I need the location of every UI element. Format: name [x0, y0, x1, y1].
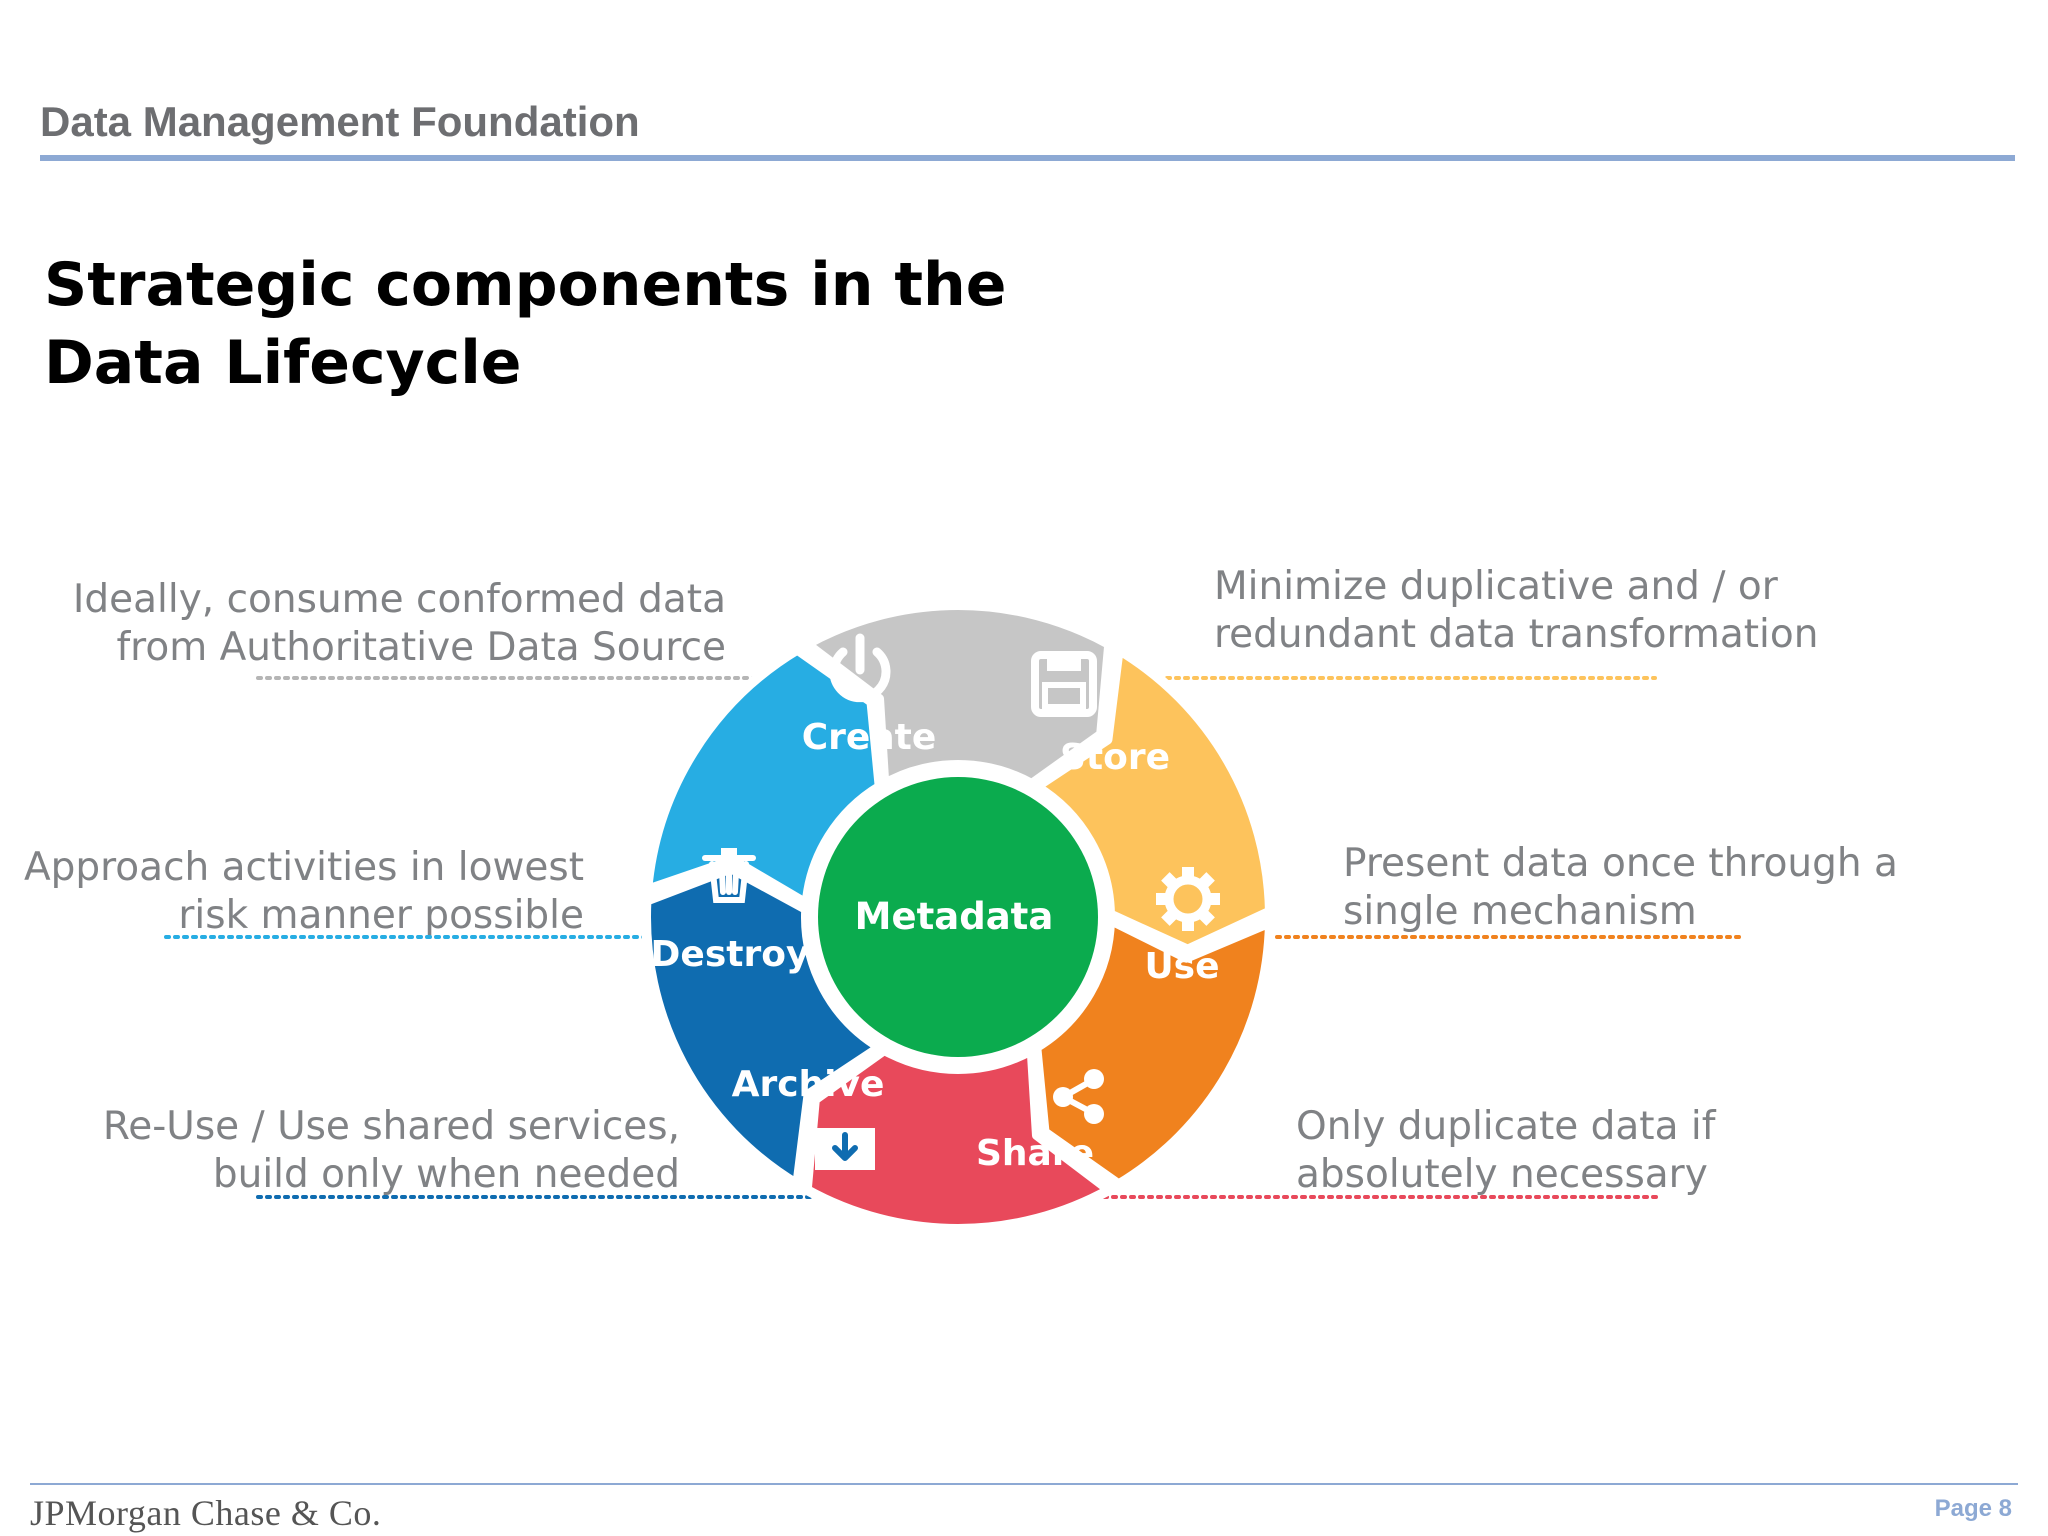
page-title: Strategic components in the Data Lifecyc…	[44, 246, 1006, 402]
annotation-archive: Re-Use / Use shared services, build only…	[103, 1103, 680, 1199]
segment-archive	[641, 863, 885, 1190]
annotation-destroy-line-2: risk manner possible	[178, 893, 584, 938]
annotation-use-line-2: single mechanism	[1343, 889, 1697, 934]
segment-label-archive: Archive	[732, 1064, 885, 1105]
annotation-archive-line-2: build only when needed	[212, 1152, 680, 1197]
annotation-use: Present data once through a single mecha…	[1343, 840, 1898, 936]
annotation-destroy-line-1: Approach activities in lowest	[23, 845, 584, 890]
segment-label-use: Use	[1144, 946, 1219, 987]
segment-store	[1031, 644, 1275, 955]
segment-label-share: Share	[976, 1133, 1094, 1174]
annotation-store-line-1: Minimize duplicative and / or	[1214, 564, 1778, 609]
page-number: Page 8	[1934, 1495, 2012, 1522]
annotation-create-line-2: from Authoritative Data Source	[116, 625, 726, 670]
company-logo: JPMorgan Chase & Co.	[30, 1492, 381, 1534]
segment-create	[801, 600, 1115, 790]
page-title-line-2: Data Lifecycle	[44, 328, 522, 398]
archive-download-icon	[815, 1128, 875, 1170]
segment-label-create: Create	[802, 717, 937, 758]
power-icon	[829, 633, 891, 703]
company-name: JPMorgan Chase & Co.	[30, 1493, 382, 1533]
annotation-share-line-1: Only duplicate data if	[1296, 1104, 1716, 1149]
segment-label-store: Store	[1060, 737, 1170, 778]
annotation-store: Minimize duplicative and / or redundant …	[1214, 563, 1818, 659]
annotation-share: Only duplicate data if absolutely necess…	[1296, 1103, 1715, 1199]
segment-share	[801, 1044, 1115, 1234]
annotation-use-line-1: Present data once through a	[1343, 841, 1898, 886]
footer-divider	[30, 1483, 2018, 1485]
metadata-circle	[818, 777, 1098, 1057]
save-icon	[1031, 651, 1097, 717]
trash-icon	[702, 848, 756, 903]
metadata-label: Metadata	[855, 895, 1054, 938]
annotation-create: Ideally, consume conformed data from Aut…	[73, 576, 726, 672]
annotation-create-line-1: Ideally, consume conformed data	[72, 577, 726, 622]
header-title: Data Management Foundation	[40, 98, 640, 145]
gear-icon	[1156, 867, 1220, 931]
header-divider	[40, 155, 2015, 161]
segment-destroy	[642, 644, 885, 909]
annotation-store-line-2: redundant data transformation	[1214, 612, 1819, 657]
annotation-share-line-2: absolutely necessary	[1296, 1152, 1708, 1197]
page-title-line-1: Strategic components in the	[44, 250, 1007, 320]
segment-label-destroy: Destroy	[651, 934, 810, 975]
annotation-destroy: Approach activities in lowest risk manne…	[24, 844, 584, 940]
share-icon	[1053, 1069, 1104, 1124]
annotation-archive-line-1: Re-Use / Use shared services,	[102, 1104, 680, 1149]
